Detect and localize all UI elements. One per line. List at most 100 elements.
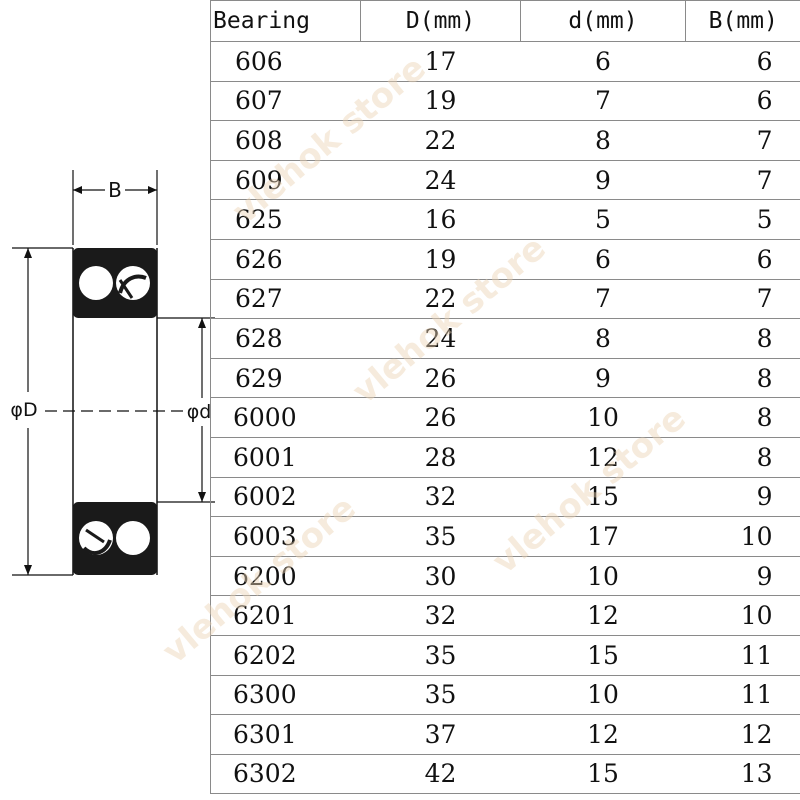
cell-width: 6	[685, 41, 800, 82]
cell-bearing: 627	[210, 279, 361, 320]
cell-bearing: 608	[210, 120, 361, 161]
cell-width: 10	[685, 595, 800, 636]
cell-bearing: 6200	[210, 556, 361, 597]
cell-outer-diameter: 42	[360, 754, 521, 795]
cell-width: 7	[685, 120, 800, 161]
cell-outer-diameter: 32	[360, 595, 521, 636]
cell-bearing: 6300	[210, 675, 361, 716]
cell-bearing: 6302	[210, 754, 361, 795]
cell-outer-diameter: 19	[360, 81, 521, 122]
cell-outer-diameter: 16	[360, 199, 521, 240]
cell-width: 7	[685, 279, 800, 320]
ball-bottom-right	[116, 521, 150, 555]
cell-bearing: 6001	[210, 437, 361, 478]
cell-inner-diameter: 7	[520, 279, 686, 320]
cell-outer-diameter: 24	[360, 318, 521, 359]
cell-inner-diameter: 15	[520, 754, 686, 795]
cell-width: 8	[685, 318, 800, 359]
cell-outer-diameter: 22	[360, 120, 521, 161]
cell-inner-diameter: 12	[520, 714, 686, 755]
cell-bearing: 6000	[210, 397, 361, 438]
cell-inner-diameter: 15	[520, 635, 686, 676]
cell-width: 11	[685, 635, 800, 676]
cell-outer-diameter: 26	[360, 358, 521, 399]
cell-inner-diameter: 6	[520, 41, 686, 82]
cell-inner-diameter: 9	[520, 160, 686, 201]
cell-outer-diameter: 37	[360, 714, 521, 755]
cell-bearing: 609	[210, 160, 361, 201]
cell-bearing: 629	[210, 358, 361, 399]
cell-width: 8	[685, 437, 800, 478]
cell-width: 8	[685, 397, 800, 438]
cell-bearing: 6202	[210, 635, 361, 676]
cell-bearing: 625	[210, 199, 361, 240]
cell-bearing: 628	[210, 318, 361, 359]
cell-inner-diameter: 8	[520, 318, 686, 359]
cell-outer-diameter: 26	[360, 397, 521, 438]
cell-outer-diameter: 17	[360, 41, 521, 82]
cell-width: 9	[685, 477, 800, 518]
cell-inner-diameter: 9	[520, 358, 686, 399]
cell-bearing: 6201	[210, 595, 361, 636]
ball-top-right	[116, 266, 150, 300]
dimension-D: φD	[10, 247, 73, 576]
header-d: d(mm)	[520, 0, 686, 42]
cell-bearing: 607	[210, 81, 361, 122]
cell-width: 13	[685, 754, 800, 795]
cell-outer-diameter: 35	[360, 516, 521, 557]
table-header-row: Bearing D(mm) d(mm) B(mm)	[210, 0, 800, 42]
header-B: B(mm)	[685, 0, 800, 42]
cell-outer-diameter: 24	[360, 160, 521, 201]
ball-top-left	[79, 266, 113, 300]
cell-width: 9	[685, 556, 800, 597]
cell-width: 6	[685, 239, 800, 280]
cell-width: 7	[685, 160, 800, 201]
cell-bearing: 626	[210, 239, 361, 280]
cell-inner-diameter: 8	[520, 120, 686, 161]
label-D: φD	[10, 399, 37, 421]
cell-bearing: 6301	[210, 714, 361, 755]
cell-bearing: 6003	[210, 516, 361, 557]
cell-outer-diameter: 22	[360, 279, 521, 320]
dimension-d: φd	[157, 317, 215, 503]
dimension-B: B	[72, 170, 158, 245]
cell-outer-diameter: 35	[360, 675, 521, 716]
cell-inner-diameter: 6	[520, 239, 686, 280]
cell-width: 8	[685, 358, 800, 399]
cell-width: 10	[685, 516, 800, 557]
label-d: φd	[187, 401, 212, 423]
cell-inner-diameter: 12	[520, 595, 686, 636]
header-bearing: Bearing	[210, 0, 361, 42]
cell-outer-diameter: 28	[360, 437, 521, 478]
cell-inner-diameter: 7	[520, 81, 686, 122]
cell-width: 12	[685, 714, 800, 755]
cell-inner-diameter: 15	[520, 477, 686, 518]
cell-outer-diameter: 30	[360, 556, 521, 597]
label-B: B	[108, 178, 122, 202]
cell-inner-diameter: 5	[520, 199, 686, 240]
bearing-cross-section-diagram: B φD φd	[10, 170, 215, 576]
cell-inner-diameter: 17	[520, 516, 686, 557]
cell-width: 6	[685, 81, 800, 122]
cell-bearing: 606	[210, 41, 361, 82]
cell-inner-diameter: 10	[520, 556, 686, 597]
cell-bearing: 6002	[210, 477, 361, 518]
